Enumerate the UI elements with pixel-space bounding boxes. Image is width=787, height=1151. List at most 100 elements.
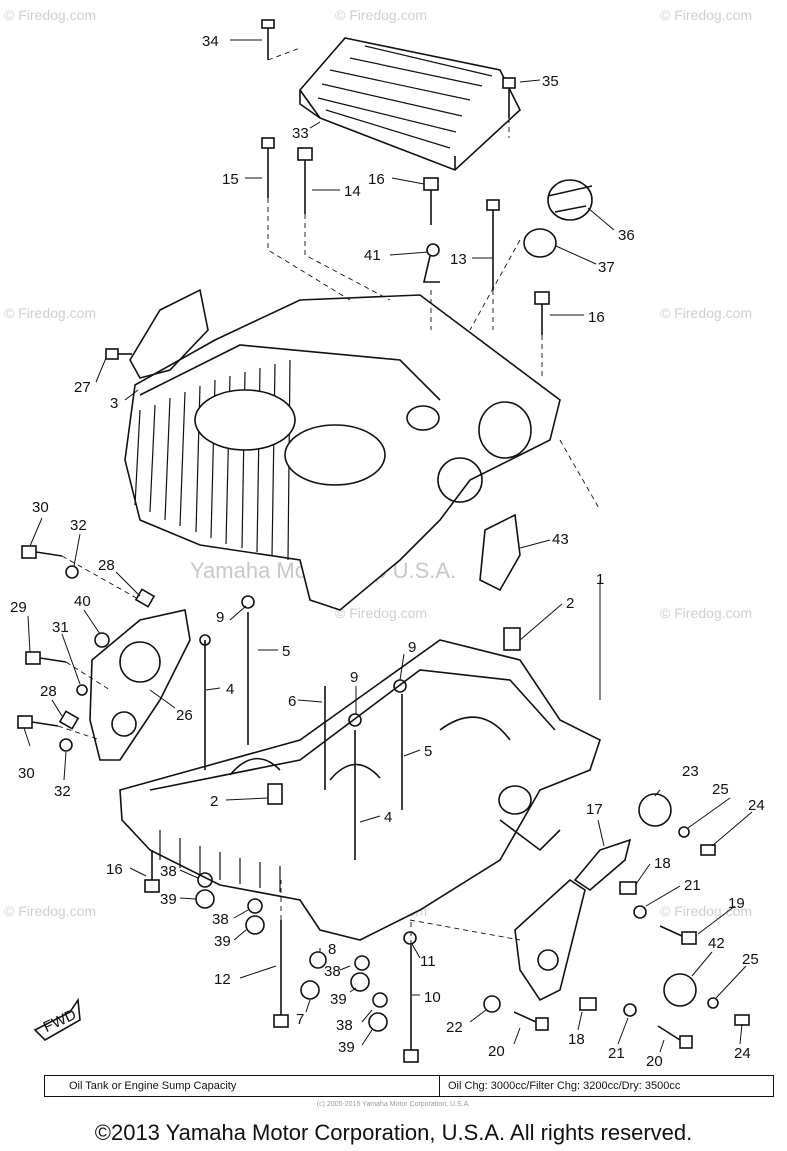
callout-1: 1: [596, 571, 604, 588]
callout-39-d: 39: [338, 1039, 355, 1056]
sprocket-23: [638, 793, 672, 827]
callout-21-upper: 21: [684, 877, 701, 894]
left-cover-26: [89, 609, 191, 761]
bolt-30-lower: [17, 715, 59, 729]
assembly-lines: [57, 47, 601, 945]
callout-24-lower: 24: [734, 1045, 751, 1062]
watermark-lower-right: © Firedog.com: [660, 605, 752, 621]
callout-28-upper: 28: [98, 557, 115, 574]
callout-38-b: 38: [212, 911, 229, 928]
callout-20-right: 20: [646, 1053, 663, 1070]
washer-25-upper: [678, 826, 690, 838]
callout-35: 35: [542, 73, 559, 90]
watermark-mid-left: © Firedog.com: [4, 305, 96, 321]
dowel-2-upper: [503, 627, 521, 651]
bolt-16-right: [534, 291, 550, 335]
shift-arm-assembly: [514, 838, 632, 1002]
dowel-2-lower: [267, 783, 283, 805]
callout-4-left: 4: [226, 681, 234, 698]
collar-18-lower: [579, 997, 597, 1011]
watermark-top-center: © Firedog.com: [335, 7, 427, 23]
callout-9-left: 9: [216, 609, 224, 626]
screw-27: [105, 348, 132, 360]
callout-32-upper: 32: [70, 517, 87, 534]
washer-32-lower: [59, 738, 73, 752]
watermark-bottom-left: © Firedog.com: [4, 903, 96, 919]
leader-lines: [23, 39, 753, 1053]
callout-27: 27: [74, 379, 91, 396]
capacity-label: Oil Tank or Engine Sump Capacity: [45, 1076, 440, 1096]
callout-29: 29: [10, 599, 27, 616]
bolt-14: [297, 147, 313, 214]
callout-15: 15: [222, 171, 239, 188]
callout-21-lower: 21: [608, 1045, 625, 1062]
lower-crankcase: [119, 639, 601, 941]
callout-39-b: 39: [214, 933, 231, 950]
bolt-35: [502, 77, 516, 118]
bolt-19: [659, 925, 697, 945]
callout-38-c: 38: [324, 963, 341, 980]
bolt-20-right: [657, 1025, 693, 1049]
callout-24-upper: 24: [748, 797, 765, 814]
gear-42: [663, 973, 697, 1007]
bolt-12: [273, 920, 289, 1028]
bolt-20-left: [513, 1011, 549, 1031]
callout-38-d: 38: [336, 1017, 353, 1034]
clip-41: [422, 243, 440, 283]
callout-18-upper: 18: [654, 855, 671, 872]
oil-capacity-table: Oil Tank or Engine Sump Capacity Oil Chg…: [44, 1075, 774, 1097]
small-copyright: (c) 2005-2015 Yamaha Motor Corporation, …: [316, 1101, 471, 1108]
callout-39-a: 39: [160, 891, 177, 908]
screw-24-lower: [734, 1014, 750, 1026]
bolt-34: [261, 19, 275, 60]
callout-3: 3: [110, 395, 118, 412]
callout-20-left: 20: [488, 1043, 505, 1060]
watermark-top-left: © Firedog.com: [4, 7, 96, 23]
bolt-30-upper: [21, 545, 63, 559]
callout-11: 11: [420, 953, 436, 970]
nut-22: [483, 995, 501, 1013]
callout-7: 7: [296, 1011, 304, 1028]
washer-9-left2: [199, 634, 211, 646]
crankcase-exploded-diagram: © Firedog.com © Firedog.com © Firedog.co…: [4, 7, 765, 1070]
bolt-29: [25, 651, 67, 665]
bolt-16-bottom: [144, 850, 160, 893]
washer-9-left: [241, 595, 255, 609]
callout-2-lower: 2: [210, 793, 218, 810]
upper-crankcase: [124, 294, 561, 611]
callout-22: 22: [446, 1019, 463, 1036]
callout-30-upper: 30: [32, 499, 49, 516]
callout-30-lower: 30: [18, 765, 35, 782]
callout-9-right: 9: [408, 639, 416, 656]
callout-14: 14: [344, 183, 361, 200]
bolt-16-top: [423, 177, 439, 225]
callout-43: 43: [552, 531, 569, 548]
bolt-10: [403, 945, 419, 1063]
collar-18-upper: [619, 881, 637, 895]
callout-9-mid: 9: [350, 669, 358, 686]
callout-28-lower: 28: [40, 683, 57, 700]
callout-labels: 34 35 33 15 14 16 36 37 41 13 16 27 3 43…: [10, 33, 765, 1070]
callout-31: 31: [52, 619, 69, 636]
callout-16-right: 16: [588, 309, 605, 326]
callout-34: 34: [202, 33, 219, 50]
callout-23: 23: [682, 763, 699, 780]
filler-cap-36: [547, 179, 593, 221]
watermark-top-right: © Firedog.com: [660, 7, 752, 23]
watermark-lower-center: © Firedog.com: [335, 605, 427, 621]
callout-6: 6: [288, 693, 296, 710]
callout-5-left: 5: [282, 643, 290, 660]
bolt-15: [261, 137, 275, 198]
callout-19: 19: [728, 895, 745, 912]
callout-40: 40: [74, 593, 91, 610]
callout-13: 13: [450, 251, 467, 268]
callout-5-right: 5: [424, 743, 432, 760]
bolt-13: [486, 199, 500, 290]
washer-32-upper: [65, 565, 79, 579]
callout-42: 42: [708, 935, 725, 952]
dowel-28-upper: [134, 588, 156, 608]
callout-8: 8: [328, 941, 336, 958]
callout-26: 26: [176, 707, 193, 724]
callout-12: 12: [214, 971, 231, 988]
washer-21-lower: [623, 1003, 637, 1017]
